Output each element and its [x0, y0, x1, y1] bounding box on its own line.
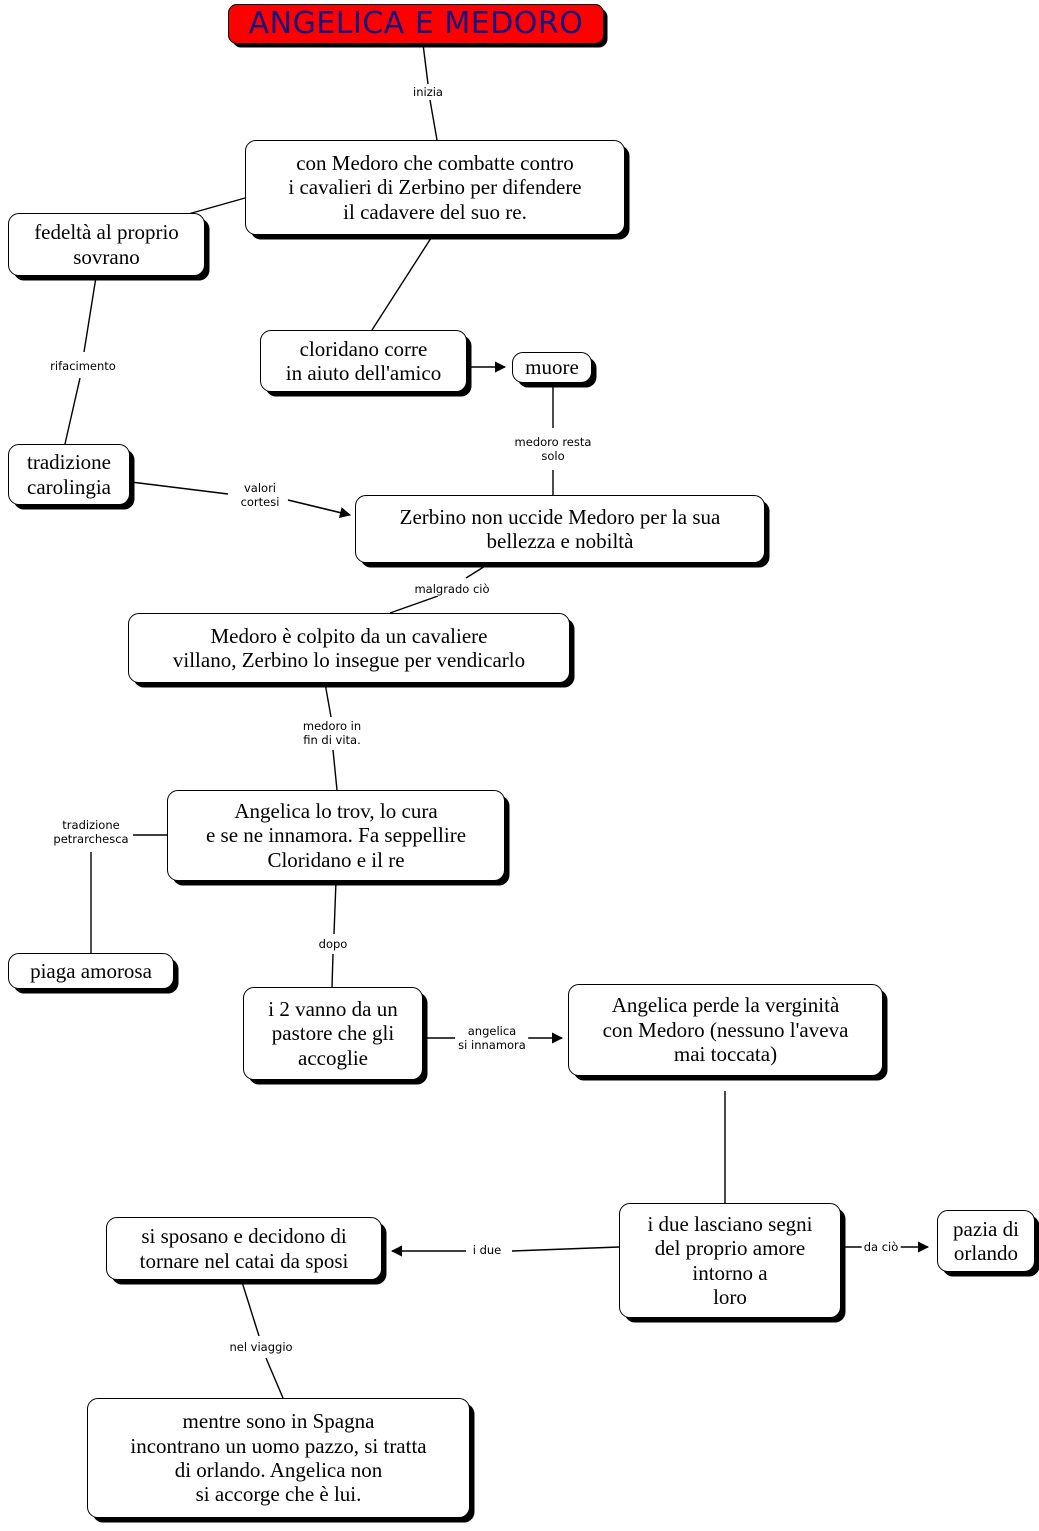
edge-label-malgrado-cio: malgrado ciò [412, 581, 492, 597]
node-zerbino-non-uccide[interactable]: Zerbino non uccide Medoro per la sua bel… [355, 495, 765, 563]
edge-tradizione-to-zerbino-b [287, 499, 352, 519]
edge-segni-to-sposano-a [511, 1246, 620, 1252]
node-medoro-colpito[interactable]: Medoro è colpito da un cavaliere villano… [128, 613, 570, 683]
edge-colpito-to-angelica-a [324, 682, 332, 718]
edge-label-inizia: inizia [411, 84, 445, 100]
node-fedelta-sovrano[interactable]: fedeltà al proprio sovrano [8, 213, 205, 276]
edge-angelica-to-pastore-b [331, 953, 334, 988]
node-verginita[interactable]: Angelica perde la verginità con Medoro (… [568, 984, 883, 1076]
edge-label-medoro-fin-di-vita: medoro in fin di vita. [300, 718, 364, 748]
node-spagna[interactable]: mentre sono in Spagna incontrano un uomo… [87, 1398, 470, 1518]
edge-label-i-due: i due [470, 1242, 504, 1258]
edge-fedelta-to-tradizione-a [83, 276, 97, 353]
edge-colpito-to-angelica-b [332, 749, 338, 791]
edge-tradizione-to-zerbino-a [130, 481, 229, 495]
edge-label-nel-viaggio: nel viaggio [227, 1339, 295, 1355]
node-segni-amore[interactable]: i due lasciano segni del proprio amore i… [619, 1203, 841, 1318]
edge-label-tradizione-petrarchesca: tradizione petrarchesca [51, 817, 131, 847]
edge-label-dopo: dopo [316, 936, 350, 952]
edge-sposano-to-spagna-a [241, 1281, 260, 1337]
node-title[interactable]: ANGELICA E MEDORO [228, 4, 604, 44]
node-tradizione-carolingia[interactable]: tradizione carolingia [8, 444, 130, 505]
node-sposano[interactable]: si sposano e decidono di tornare nel cat… [106, 1217, 382, 1280]
edge-label-angelica-si-innamora: angelica si innamora [456, 1023, 528, 1053]
node-pastore[interactable]: i 2 vanno da un pastore che gli accoglie [243, 987, 423, 1080]
edge-angelica-to-pastore-a [333, 880, 337, 935]
edge-label-da-cio: da ciò [861, 1239, 901, 1255]
edge-title-to-medoro-b [429, 99, 438, 141]
node-pazia-orlando[interactable]: pazia di orlando [937, 1210, 1035, 1272]
node-medoro-combatte[interactable]: con Medoro che combatte contro i cavalie… [245, 140, 625, 235]
node-cloridano-aiuto[interactable]: cloridano corre in aiuto dell'amico [260, 330, 467, 392]
edge-zerbino-to-colpito-a [465, 562, 491, 579]
edge-title-to-medoro [422, 43, 429, 85]
node-angelica-cura[interactable]: Angelica lo trov, lo cura e se ne innamo… [167, 790, 505, 881]
edge-label-valori-cortesi: valori cortesi [238, 480, 282, 510]
edge-label-rifacimento: rifacimento [48, 358, 118, 374]
node-muore[interactable]: muore [512, 352, 592, 383]
edge-fedelta-to-tradizione-b [64, 377, 81, 445]
edge-medoro-to-cloridano [371, 234, 434, 331]
node-piaga-amorosa[interactable]: piaga amorosa [8, 953, 174, 989]
edge-label-medoro-resta-solo: medoro resta solo [512, 434, 594, 464]
edge-sposano-to-spagna-b [265, 1357, 284, 1399]
edge-zerbino-to-colpito-b [389, 595, 439, 614]
